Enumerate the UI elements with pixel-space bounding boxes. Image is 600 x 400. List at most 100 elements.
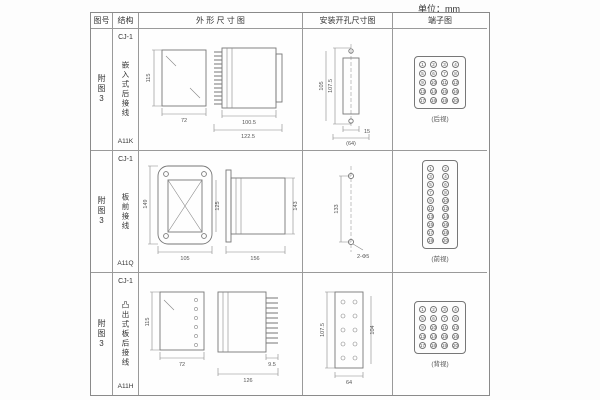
outline-drawing-a11q: 149 125 105 156 143 xyxy=(143,165,299,262)
outline-drawing-cell: 115 72 100.5 122.5 xyxy=(139,29,303,151)
terminal-circle: 20 xyxy=(442,237,449,244)
terminal-circle: 16 xyxy=(452,88,459,95)
dim-label: 133 xyxy=(334,204,340,213)
type-code: A11Q xyxy=(117,260,134,268)
dim-label: (64) xyxy=(346,141,356,146)
terminal-circle: 8 xyxy=(452,314,459,322)
terminal-circle: 6 xyxy=(442,181,449,188)
terminal-circle: 7 xyxy=(427,189,434,196)
terminal-circle: 11 xyxy=(441,79,448,86)
terminal-circle: 10 xyxy=(442,197,449,204)
terminal-circle: 5 xyxy=(427,181,434,188)
terminal-circle: 1 xyxy=(427,165,434,172)
type-code: A11K xyxy=(117,138,134,146)
terminal-circle: 12 xyxy=(452,323,459,331)
dim-label: 156 xyxy=(250,256,259,262)
figure-no-cell: 附图3 xyxy=(91,151,113,273)
terminal-circle: 6 xyxy=(430,70,437,77)
terminal-caption: (前视) xyxy=(431,256,449,263)
dim-label: 104 xyxy=(370,325,376,334)
outline-drawing-a11h: 115 72 9.5 126 xyxy=(145,291,278,384)
terminal-circle: 15 xyxy=(441,88,448,95)
terminal-circle: 12 xyxy=(452,79,459,86)
figure-no: 附图3 xyxy=(97,196,106,227)
terminal-circle: 18 xyxy=(430,97,437,104)
dim-label: 100.5 xyxy=(242,120,256,126)
model-label: CJ-1 xyxy=(118,33,133,41)
structure-cell: CJ-1 凸出式板后接线 A11H xyxy=(113,273,139,395)
dim-label: 72 xyxy=(178,362,184,368)
figure-no: 附图3 xyxy=(97,318,106,350)
terminal-circle: 10 xyxy=(430,323,437,331)
mounting-drawing-cell: 107.5 104 64 xyxy=(303,273,393,395)
structure-label: 凸出式板后接线 xyxy=(121,300,130,368)
terminal-circle: 11 xyxy=(441,323,448,331)
structure-label: 板前接线 xyxy=(120,192,130,231)
terminal-circle: 9 xyxy=(419,323,426,331)
dim-label: 126 xyxy=(243,378,252,384)
terminal-circle: 16 xyxy=(442,221,449,228)
terminal-circle: 7 xyxy=(441,70,448,77)
dim-label: 143 xyxy=(293,201,299,210)
terminal-circle: 9 xyxy=(419,79,426,86)
terminal-circle: 19 xyxy=(441,97,448,104)
terminal-circle: 2 xyxy=(430,61,437,68)
col-header-figure: 图号 xyxy=(91,13,113,29)
col-header-mounting: 安装开孔尺寸图 xyxy=(303,13,393,29)
terminal-circle: 15 xyxy=(441,332,448,340)
terminal-circle: 14 xyxy=(442,213,449,220)
terminal-circle: 15 xyxy=(427,221,434,228)
terminal-circle: 4 xyxy=(452,61,459,68)
dim-label: 107.5 xyxy=(320,323,326,337)
terminal-circle: 20 xyxy=(452,97,459,104)
model-label: CJ-1 xyxy=(118,155,133,163)
terminal-circle: 17 xyxy=(419,341,426,349)
terminal-circle: 17 xyxy=(427,229,434,236)
dim-label: 64 xyxy=(345,380,351,386)
terminal-circle: 8 xyxy=(442,189,449,196)
terminal-circle: 16 xyxy=(452,332,459,340)
terminal-circle: 13 xyxy=(427,213,434,220)
terminal-circle: 10 xyxy=(430,79,437,86)
structure-cell: CJ-1 板前接线 A11Q xyxy=(113,151,139,273)
terminal-circle: 3 xyxy=(441,61,448,68)
terminal-circle: 2 xyxy=(442,165,449,172)
spec-table: 图号 结构 外 形 尺 寸 图 安装开孔尺寸图 端子图 附图3 CJ-1 嵌入式… xyxy=(90,12,490,396)
terminal-circle: 19 xyxy=(441,341,448,349)
terminal-circle: 4 xyxy=(442,173,449,180)
terminal-circle: 1 xyxy=(419,61,426,68)
mounting-drawing-a11h: 107.5 104 64 xyxy=(320,291,376,386)
mounting-drawing-a11q: 133 2-Φ5 xyxy=(334,165,369,260)
mounting-drawing-cell: 107.5 105 15 (64) xyxy=(303,29,393,151)
dim-label: 105 xyxy=(319,81,325,90)
dim-label: 122.5 xyxy=(241,134,255,140)
model-label: CJ-1 xyxy=(118,277,133,285)
terminal-circle: 5 xyxy=(419,314,426,322)
dim-label: 115 xyxy=(145,318,151,327)
terminal-circle: 1 xyxy=(419,305,426,313)
dim-label: 2-Φ5 xyxy=(357,254,369,260)
terminal-circle: 6 xyxy=(430,314,437,322)
outline-drawing-cell: 149 125 105 156 143 xyxy=(139,151,303,273)
dim-label: 107.5 xyxy=(328,79,334,93)
terminal-circle: 18 xyxy=(430,341,437,349)
mounting-drawing-cell: 133 2-Φ5 xyxy=(303,151,393,273)
outline-drawing-a11k: 115 72 100.5 122.5 xyxy=(146,47,282,140)
terminal-circle: 18 xyxy=(442,229,449,236)
terminal-circle: 17 xyxy=(419,97,426,104)
terminal-circle: 3 xyxy=(427,173,434,180)
structure-cell: CJ-1 嵌入式后接线 A11K xyxy=(113,29,139,151)
dim-label: 149 xyxy=(143,199,149,208)
outline-drawing-cell: 115 72 9.5 126 xyxy=(139,273,303,395)
terminal-circle: 14 xyxy=(430,88,437,95)
terminal-caption: (后视) xyxy=(431,116,449,123)
structure-label: 嵌入式后接线 xyxy=(120,61,130,118)
terminal-circle: 20 xyxy=(452,341,459,349)
terminal-circle: 2 xyxy=(430,305,437,313)
